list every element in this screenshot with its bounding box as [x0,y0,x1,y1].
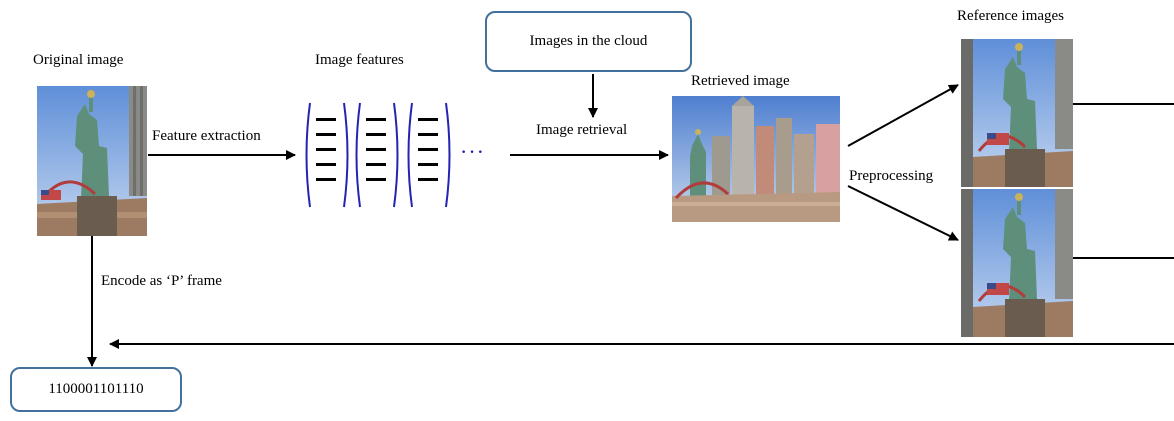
image-features-label: Image features [315,52,404,68]
original-image-label: Original image [33,52,124,68]
preprocessing-arrow-top [847,84,959,147]
statue-of-liberty-photo [37,86,147,236]
statue-of-liberty-reference-photo [961,39,1073,187]
reference-images-label: Reference images [957,8,1065,24]
reference-image-top [961,39,1073,187]
bitstream-box: 1100001101110 [10,367,182,412]
retrieved-image-label: Retrieved image [691,73,790,89]
feature-ellipsis: ··· [460,139,485,164]
reference-image-bottom [961,189,1073,337]
preprocessing-arrow-bottom [847,185,959,241]
retrieved-image [672,96,840,222]
statue-of-liberty-reference-photo [961,189,1073,337]
feature-extraction-label: Feature extraction [152,128,261,144]
original-image [37,86,147,236]
preprocessing-label: Preprocessing [849,168,934,184]
image-retrieval-label: Image retrieval [536,122,628,138]
feature-vector-2 [355,102,399,208]
images-in-cloud-text: Images in the cloud [529,33,648,49]
feature-vector-3 [407,102,451,208]
encode-as-p-frame-label: Encode as ‘P’ frame [101,273,222,289]
feature-vector-1 [305,102,349,208]
bitstream-text: 1100001101110 [48,381,144,397]
images-in-cloud-box: Images in the cloud [485,11,692,72]
new-york-new-york-casino-photo [672,96,840,222]
